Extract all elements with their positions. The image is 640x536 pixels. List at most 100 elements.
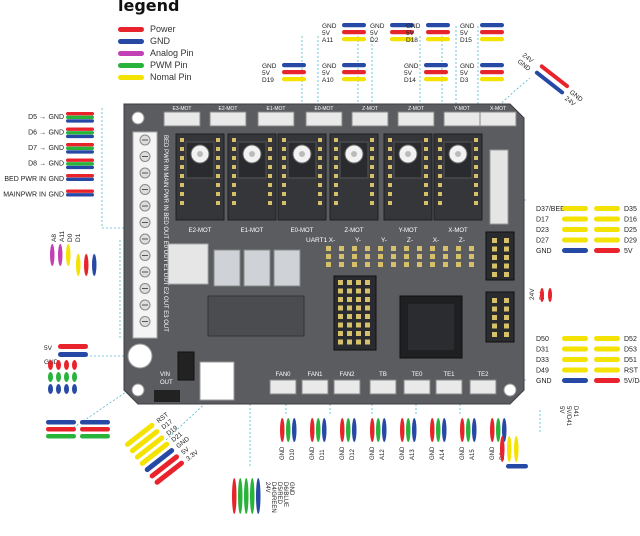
bottom-label: A15 [470, 449, 476, 460]
bottom-connector [435, 379, 463, 395]
endstop-pin [469, 254, 474, 259]
top-pin-bar [282, 70, 306, 75]
bottom-pin-bar [430, 418, 435, 442]
left-pin-label: D8 → [28, 161, 46, 168]
top-pin-label: GND [460, 63, 475, 70]
exp-pin [504, 238, 509, 243]
bottom-label: D11 [320, 449, 326, 460]
driver-pin [424, 183, 428, 187]
jumper-pin [365, 288, 370, 294]
endstop-pin [365, 254, 370, 259]
jumper-pin [356, 331, 361, 336]
bottom-middle-label: D4/GREEN [270, 482, 276, 513]
aux-label: 24V [529, 288, 536, 300]
driver-pin [318, 201, 322, 205]
exp-pin [492, 332, 497, 337]
legend-item-normal: Nomal Pin [118, 72, 192, 82]
endstop-pins [326, 246, 474, 267]
left-pin-bar [66, 115, 94, 119]
driver-pin [474, 156, 478, 160]
endstop-pin [352, 262, 357, 267]
jumper-pin [365, 339, 370, 345]
driver-pin [216, 147, 220, 151]
motor-connector [163, 111, 201, 127]
connector-label: TE2 [477, 372, 489, 378]
endstop-pin [365, 246, 370, 251]
driver-pin [438, 201, 442, 205]
legend-title: legend [118, 0, 180, 15]
bottom-pin-bar [412, 418, 417, 442]
pwm-swatch [118, 62, 144, 68]
header-bar [594, 357, 620, 362]
jumper-pin [356, 280, 361, 285]
axis-label: Y- [355, 237, 361, 244]
mcu-die [408, 304, 454, 350]
driver-pin [282, 183, 286, 187]
header-bar [562, 227, 588, 232]
driver-pin [424, 156, 428, 160]
mosfet [273, 249, 301, 287]
top-pin-bar [426, 37, 450, 42]
driver-pin [438, 174, 442, 178]
driver-pin [180, 156, 184, 160]
reset-button [154, 390, 180, 402]
driver-pin [424, 201, 428, 205]
bottom-left-label: 5V [180, 446, 191, 457]
left-side-bar [50, 244, 55, 266]
legend-label: PWM Pin [150, 60, 188, 70]
header-left-label: D27 [536, 238, 549, 245]
driver-pin [438, 192, 442, 196]
endstop-pin [404, 254, 409, 259]
top-pin-bar [390, 37, 414, 42]
top-pin-label: A11 [322, 37, 333, 44]
potentiometer-knob [455, 151, 461, 157]
bottom-label: GND [340, 446, 346, 460]
top-pin-label: 5V [262, 70, 271, 77]
header-left-label: D50 [536, 336, 549, 343]
jumper-pin [347, 280, 352, 285]
connector-label: TB [379, 372, 387, 378]
top-pin-bar [426, 23, 450, 28]
out-label: OUT [160, 380, 173, 386]
jumper-pin [338, 314, 343, 319]
driver-pin [318, 147, 322, 151]
motor-connector [479, 111, 517, 127]
bottom-pin-bar [382, 418, 387, 442]
endstop-pin [391, 262, 396, 267]
legend-label: Analog Pin [150, 48, 194, 58]
potentiometer-knob [351, 151, 357, 157]
bottom-pin-bar [406, 418, 411, 442]
exp-pin [492, 255, 497, 260]
endstop-pin [326, 254, 331, 259]
left-pin-label: D5 → [28, 114, 46, 121]
bottom-left-bar [144, 448, 175, 473]
motor-header-label: Z-MOT [408, 106, 424, 112]
bottom-pin-bar [352, 418, 357, 442]
aux-bar [548, 288, 552, 302]
jumper-pin [338, 339, 343, 345]
driver-pin [388, 156, 392, 160]
svg-text:BED PWR IN MAIN PWR IN BED: BED PWR IN MAIN PWR IN BED OUT E0 OUT E1… [162, 135, 168, 332]
header-left-label: D37/BEEP [536, 206, 570, 213]
left-side-bar [56, 360, 61, 370]
bottom-pin-bar [376, 418, 381, 442]
axis-label: Z- [407, 237, 413, 244]
header-bar [562, 206, 588, 211]
left-side-bar [64, 384, 69, 394]
connector-label: FAN0 [275, 372, 291, 378]
bottom-middle-bar [238, 478, 243, 514]
left-side-bar [48, 372, 53, 382]
driver-pin [282, 174, 286, 178]
bottom-right-bar [514, 436, 519, 462]
bottom-left-bar [149, 454, 180, 479]
bottom-right-label: 5V [558, 406, 564, 413]
left-side-bar [80, 420, 110, 425]
driver-pin [334, 174, 338, 178]
header-right-label: RST [624, 368, 639, 375]
header-right-label: D16 [624, 217, 637, 224]
top-pin-bar [342, 70, 366, 75]
top-pin-label: D15 [460, 37, 472, 44]
endstop-pin [443, 254, 448, 259]
